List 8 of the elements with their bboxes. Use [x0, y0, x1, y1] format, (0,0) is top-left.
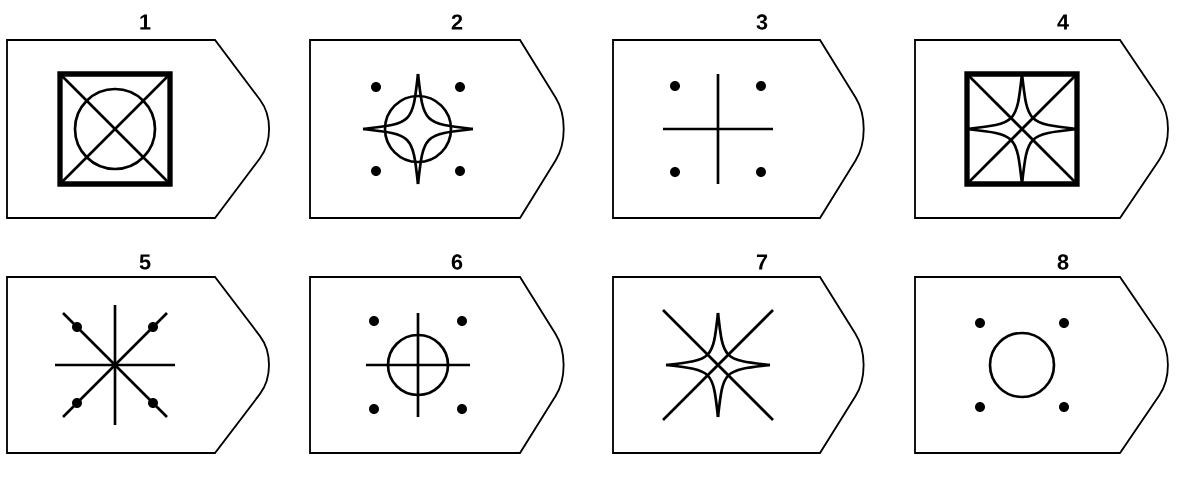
- node-label: 6: [451, 254, 463, 270]
- node-label: 2: [451, 14, 463, 30]
- node-label: 5: [139, 254, 151, 270]
- node-label: 8: [1057, 254, 1069, 270]
- node-label: 7: [756, 254, 768, 270]
- node-label: 4: [1057, 14, 1069, 30]
- node-label: 3: [756, 14, 768, 30]
- node-label: 1: [140, 14, 151, 30]
